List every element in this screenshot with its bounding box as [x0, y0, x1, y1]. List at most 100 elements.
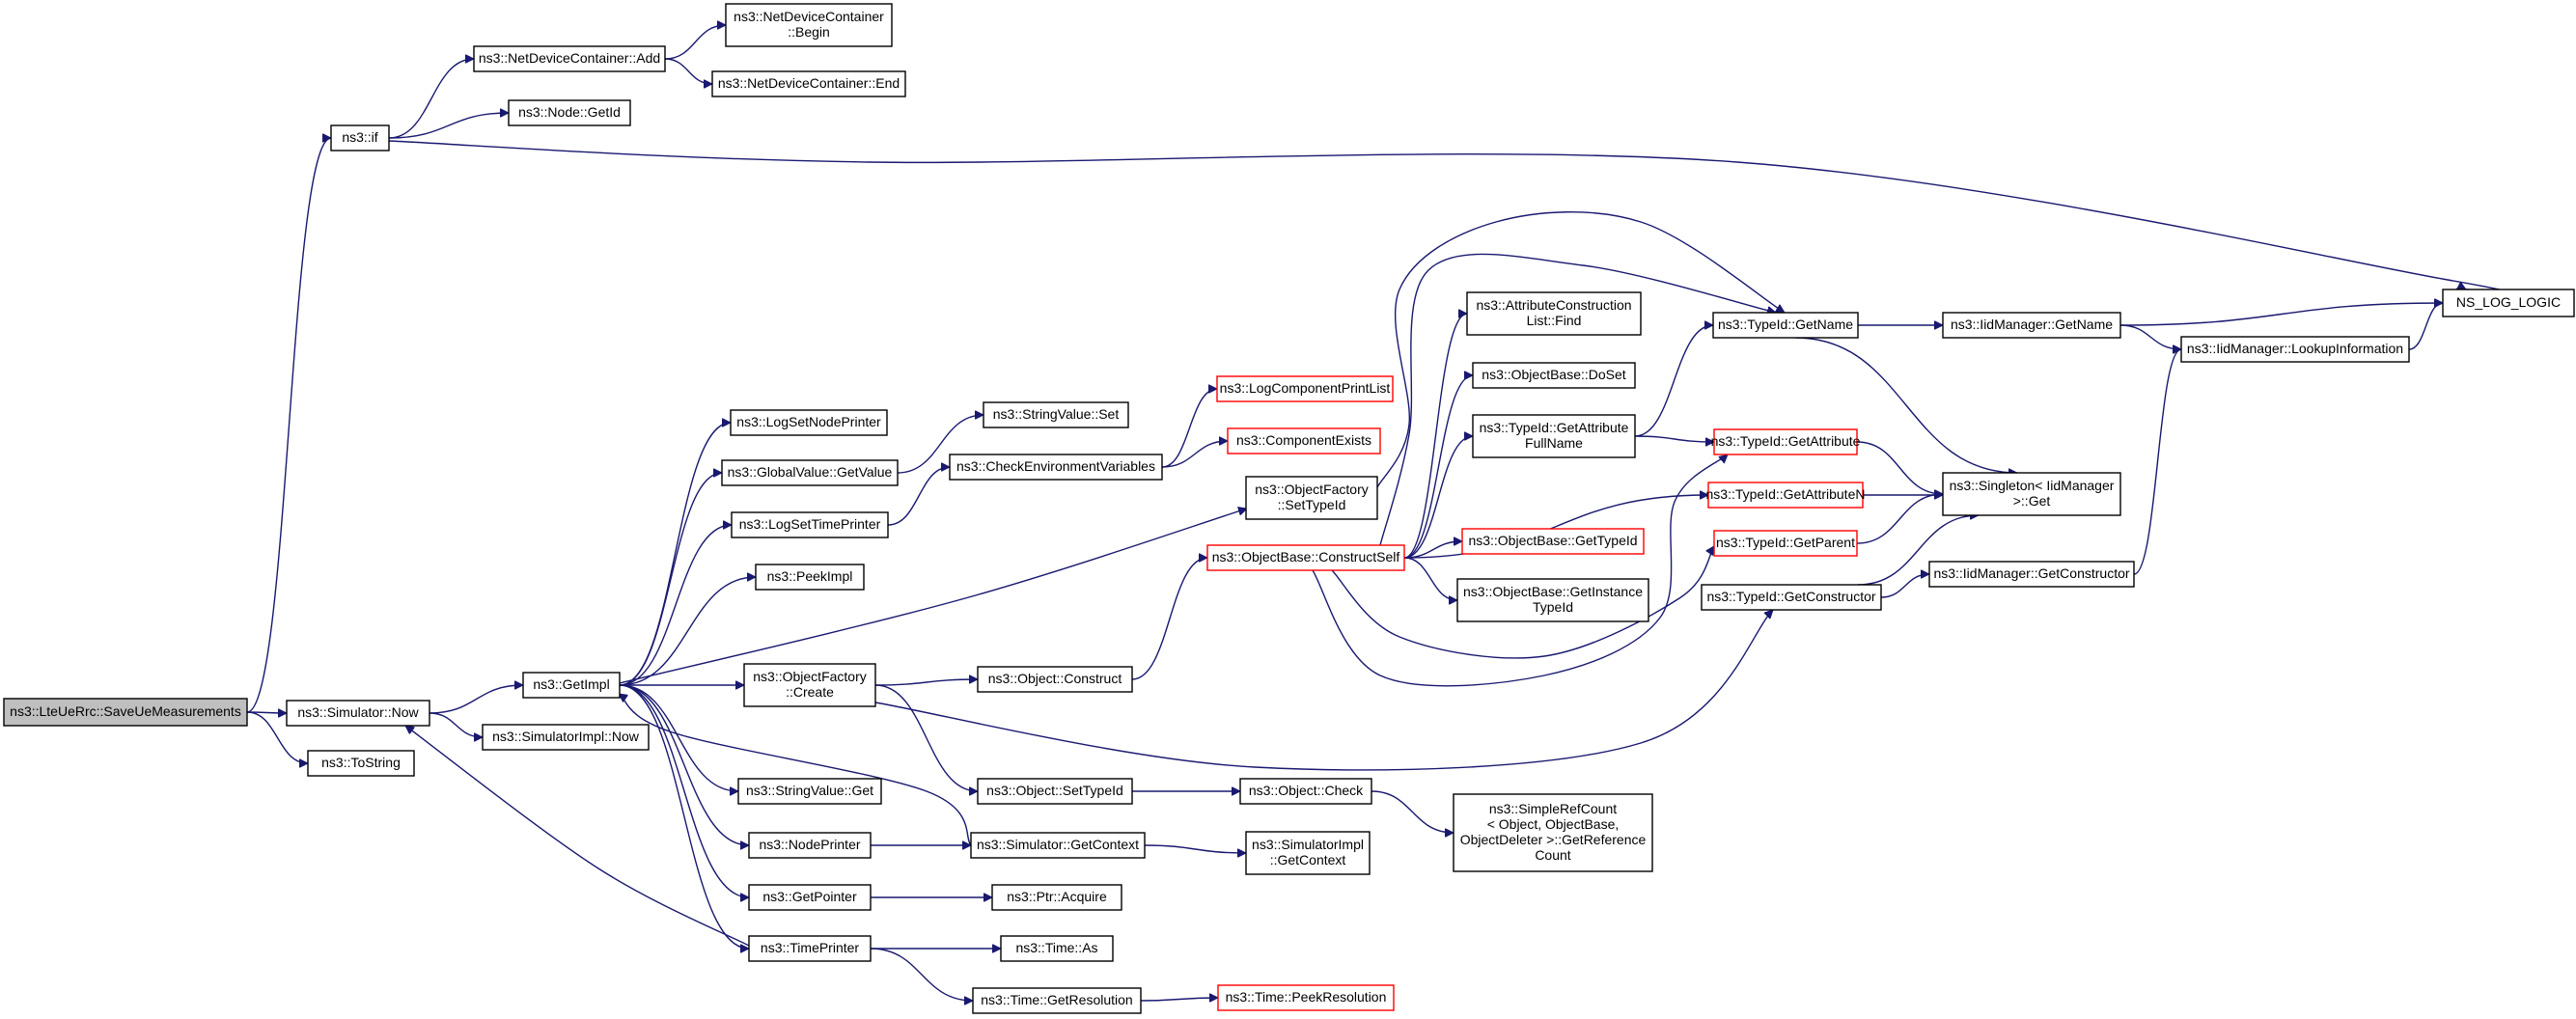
edge-line: [1856, 494, 1943, 544]
edge-iidgetname-to-iidlookup: [2119, 324, 2181, 349]
node-obdoset[interactable]: ns3::ObjectBase::DoSet: [1472, 362, 1636, 389]
edge-ofcreate-to-objconstruct: [874, 679, 978, 686]
node-ndcbegin[interactable]: ns3::NetDeviceContainer::Begin: [725, 3, 893, 47]
node-label: ns3::LogSetNodePrinter: [736, 414, 881, 429]
node-checkenv[interactable]: ns3::CheckEnvironmentVariables: [949, 454, 1163, 481]
node-logsettime[interactable]: ns3::LogSetTimePrinter: [731, 511, 889, 538]
node-ndcend[interactable]: ns3::NetDeviceContainer::End: [711, 70, 906, 97]
node-simimplgetctx[interactable]: ns3::SimulatorImpl::GetContext: [1245, 831, 1371, 875]
node-iidgetname[interactable]: ns3::IidManager::GetName: [1942, 312, 2121, 339]
node-nodegetid[interactable]: ns3::Node::GetId: [508, 99, 631, 126]
edge-simnow-to-simimplnow: [429, 712, 483, 737]
edge-line: [1857, 515, 1979, 586]
node-label: < Object, ObjectBase,: [1487, 816, 1620, 832]
edge-timeprinter-to-simnow: [405, 726, 750, 947]
node-tidgetctor[interactable]: ns3::TypeId::GetConstructor: [1701, 584, 1882, 611]
node-obconstructself[interactable]: ns3::ObjectBase::ConstructSelf: [1206, 544, 1405, 571]
node-label: ns3::PeekImpl: [767, 568, 853, 584]
node-logcompprint[interactable]: ns3::LogComponentPrintList: [1216, 375, 1394, 402]
node-box: [1713, 530, 1858, 557]
node-box: [1942, 312, 2121, 339]
node-label: ns3::ObjectBase::ConstructSelf: [1212, 549, 1400, 565]
edge-line: [619, 684, 749, 845]
node-label: ns3::Singleton< IidManager: [1950, 478, 2115, 493]
node-svset[interactable]: ns3::StringValue::Set: [983, 401, 1129, 428]
node-simimplnow[interactable]: ns3::SimulatorImpl::Now: [482, 724, 650, 751]
node-box: [1942, 472, 2121, 516]
node-label: ns3::Simulator::Now: [297, 704, 419, 720]
edge-line: [246, 711, 309, 763]
node-nslog[interactable]: NS_LOG_LOGIC: [2442, 289, 2575, 317]
node-tidgetattrn[interactable]: ns3::TypeId::GetAttributeN: [1706, 482, 1866, 509]
node-timeas[interactable]: ns3::Time::As: [1000, 935, 1114, 962]
edge-line: [874, 679, 978, 686]
node-tostring[interactable]: ns3::ToString: [307, 750, 415, 777]
edge-tidgetname-to-singleton: [1794, 337, 2017, 473]
node-getimpl[interactable]: ns3::GetImpl: [522, 672, 621, 699]
edge-line: [619, 694, 972, 846]
node-ofsettypeid[interactable]: ns3::ObjectFactory::SetTypeId: [1245, 476, 1378, 520]
edge-if-to-ndcadd: [388, 59, 474, 139]
node-srcount[interactable]: ns3::SimpleRefCount< Object, ObjectBase,…: [1453, 793, 1653, 872]
node-label: TypeId: [1533, 599, 1573, 615]
node-box: [721, 459, 899, 486]
node-timeprinter[interactable]: ns3::TimePrinter: [748, 935, 872, 962]
node-objconstruct[interactable]: ns3::Object::Construct: [977, 666, 1133, 693]
node-label: Count: [1535, 847, 1570, 863]
node-label: ns3::ObjectBase::GetTypeId: [1468, 533, 1637, 548]
edge-line: [1403, 436, 1474, 559]
node-label: ::GetContext: [1270, 852, 1346, 868]
edge-line: [429, 712, 483, 737]
node-getpointer[interactable]: ns3::GetPointer: [748, 884, 872, 911]
node-box: [1239, 778, 1372, 805]
node-iidlookup[interactable]: ns3::IidManager::LookupInformation: [2180, 336, 2410, 363]
node-label: ns3::TypeId::GetAttributeN: [1706, 486, 1866, 502]
node-ndcadd[interactable]: ns3::NetDeviceContainer::Add: [473, 45, 666, 72]
edge-obconstructself-to-tidgetname: [1379, 253, 1776, 546]
node-timegetres[interactable]: ns3::Time::GetResolution: [972, 987, 1142, 1014]
node-nodeprinter[interactable]: ns3::NodePrinter: [748, 832, 872, 859]
node-tidgetattr[interactable]: ns3::TypeId::GetAttribute: [1711, 428, 1861, 455]
node-ofcreate[interactable]: ns3::ObjectFactory::Create: [743, 663, 876, 707]
node-tidgetparent[interactable]: ns3::TypeId::GetParent: [1713, 530, 1858, 557]
node-root[interactable]: ns3::LteUeRrc::SaveUeMeasurements: [3, 698, 248, 727]
node-box: [1227, 427, 1381, 454]
node-label: ns3::Time::GetResolution: [981, 992, 1132, 1007]
edge-line: [405, 726, 750, 947]
node-timepeekres[interactable]: ns3::Time::PeekResolution: [1217, 984, 1395, 1011]
node-tidgetname[interactable]: ns3::TypeId::GetName: [1712, 312, 1859, 339]
node-compexists[interactable]: ns3::ComponentExists: [1227, 427, 1381, 454]
node-ptracquire[interactable]: ns3::Ptr::Acquire: [991, 884, 1122, 911]
node-iidgetctor[interactable]: ns3::IidManager::GetConstructor: [1928, 561, 2135, 588]
node-logsetnode[interactable]: ns3::LogSetNodePrinter: [730, 409, 888, 436]
node-box: [482, 724, 650, 751]
node-simgetcontext[interactable]: ns3::Simulator::GetContext: [970, 832, 1146, 859]
node-label: ns3::IidManager::GetConstructor: [1933, 565, 2129, 581]
node-label: ns3::LogComponentPrintList: [1220, 380, 1391, 396]
node-objcheck[interactable]: ns3::Object::Check: [1239, 778, 1372, 805]
node-obgettypeid[interactable]: ns3::ObjectBase::GetTypeId: [1461, 528, 1645, 555]
node-simnow[interactable]: ns3::Simulator::Now: [286, 700, 430, 727]
edge-line: [619, 577, 756, 686]
node-label: ns3::IidManager::LookupInformation: [2187, 341, 2403, 356]
node-box: [1000, 935, 1114, 962]
node-box: [970, 832, 1146, 859]
node-if[interactable]: ns3::if: [330, 124, 390, 151]
node-label: ns3::SimulatorImpl: [1252, 837, 1364, 852]
node-svget[interactable]: ns3::StringValue::Get: [737, 778, 882, 805]
node-objsettypeid[interactable]: ns3::Object::SetTypeId: [977, 778, 1133, 805]
edge-line: [619, 423, 731, 686]
node-label: ns3::ObjectBase::GetInstance: [1463, 584, 1643, 599]
node-label: ns3::Node::GetId: [518, 104, 621, 120]
node-box: [1466, 291, 1642, 336]
edge-line: [1131, 558, 1208, 680]
node-gvgetvalue[interactable]: ns3::GlobalValue::GetValue: [721, 459, 899, 486]
node-box: [2180, 336, 2410, 363]
node-singleton[interactable]: ns3::Singleton< IidManager>::Get: [1942, 472, 2121, 516]
edge-simnow-to-getimpl: [429, 685, 523, 714]
node-label: ns3::ObjectFactory: [753, 669, 867, 684]
node-peekimpl[interactable]: ns3::PeekImpl: [755, 564, 865, 591]
